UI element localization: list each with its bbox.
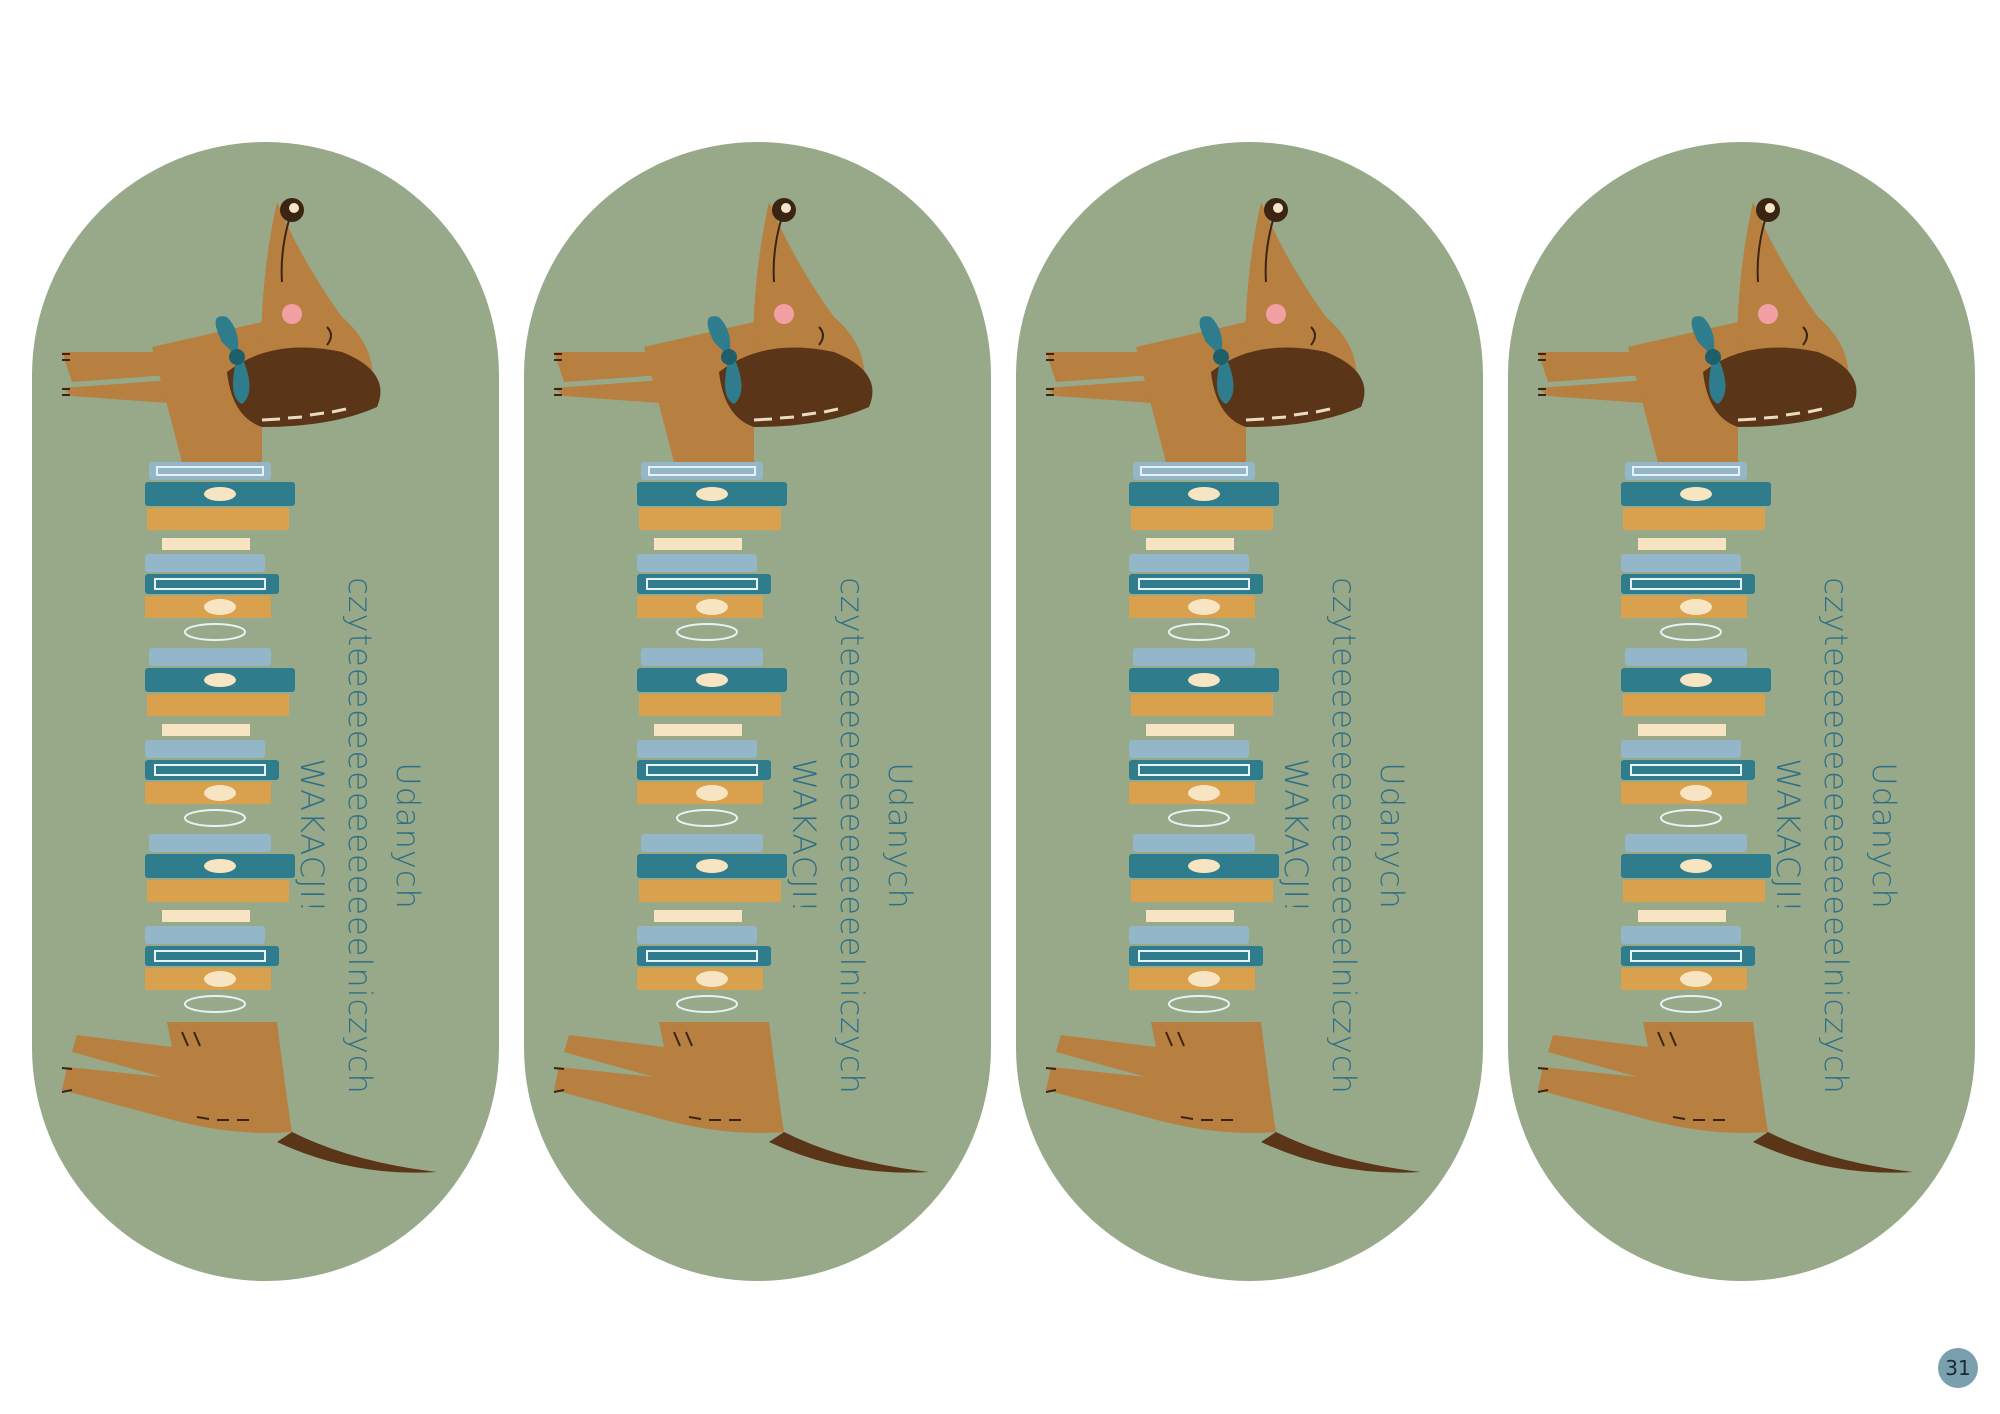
bookmark-3: Udanych czyteeeeeeeeeeeeeeelniczych WAKA…: [1016, 142, 1483, 1281]
bookmark-2: Udanych czyteeeeeeeeeeeeeeelniczych WAKA…: [524, 142, 991, 1281]
dachshund-book-stack-icon: [553, 198, 929, 1173]
book-stack-icon: [637, 462, 787, 1013]
dachshund-book-stack-icon: [1045, 198, 1421, 1173]
bookmark-4: Udanych czyteeeeeeeeeeeeeeelniczych WAKA…: [1508, 142, 1975, 1281]
bookmark-1: Udanych czyteeeeeeeeeeeeeeelniczych WAKA…: [32, 142, 499, 1281]
book-stack-icon: [145, 462, 295, 1013]
dachshund-book-stack-icon: [61, 198, 437, 1173]
page-number-badge: 31: [1938, 1348, 1978, 1388]
dachshund-book-stack-icon: [1537, 198, 1913, 1173]
book-stack-icon: [1129, 462, 1279, 1013]
book-stack-icon: [1621, 462, 1771, 1013]
